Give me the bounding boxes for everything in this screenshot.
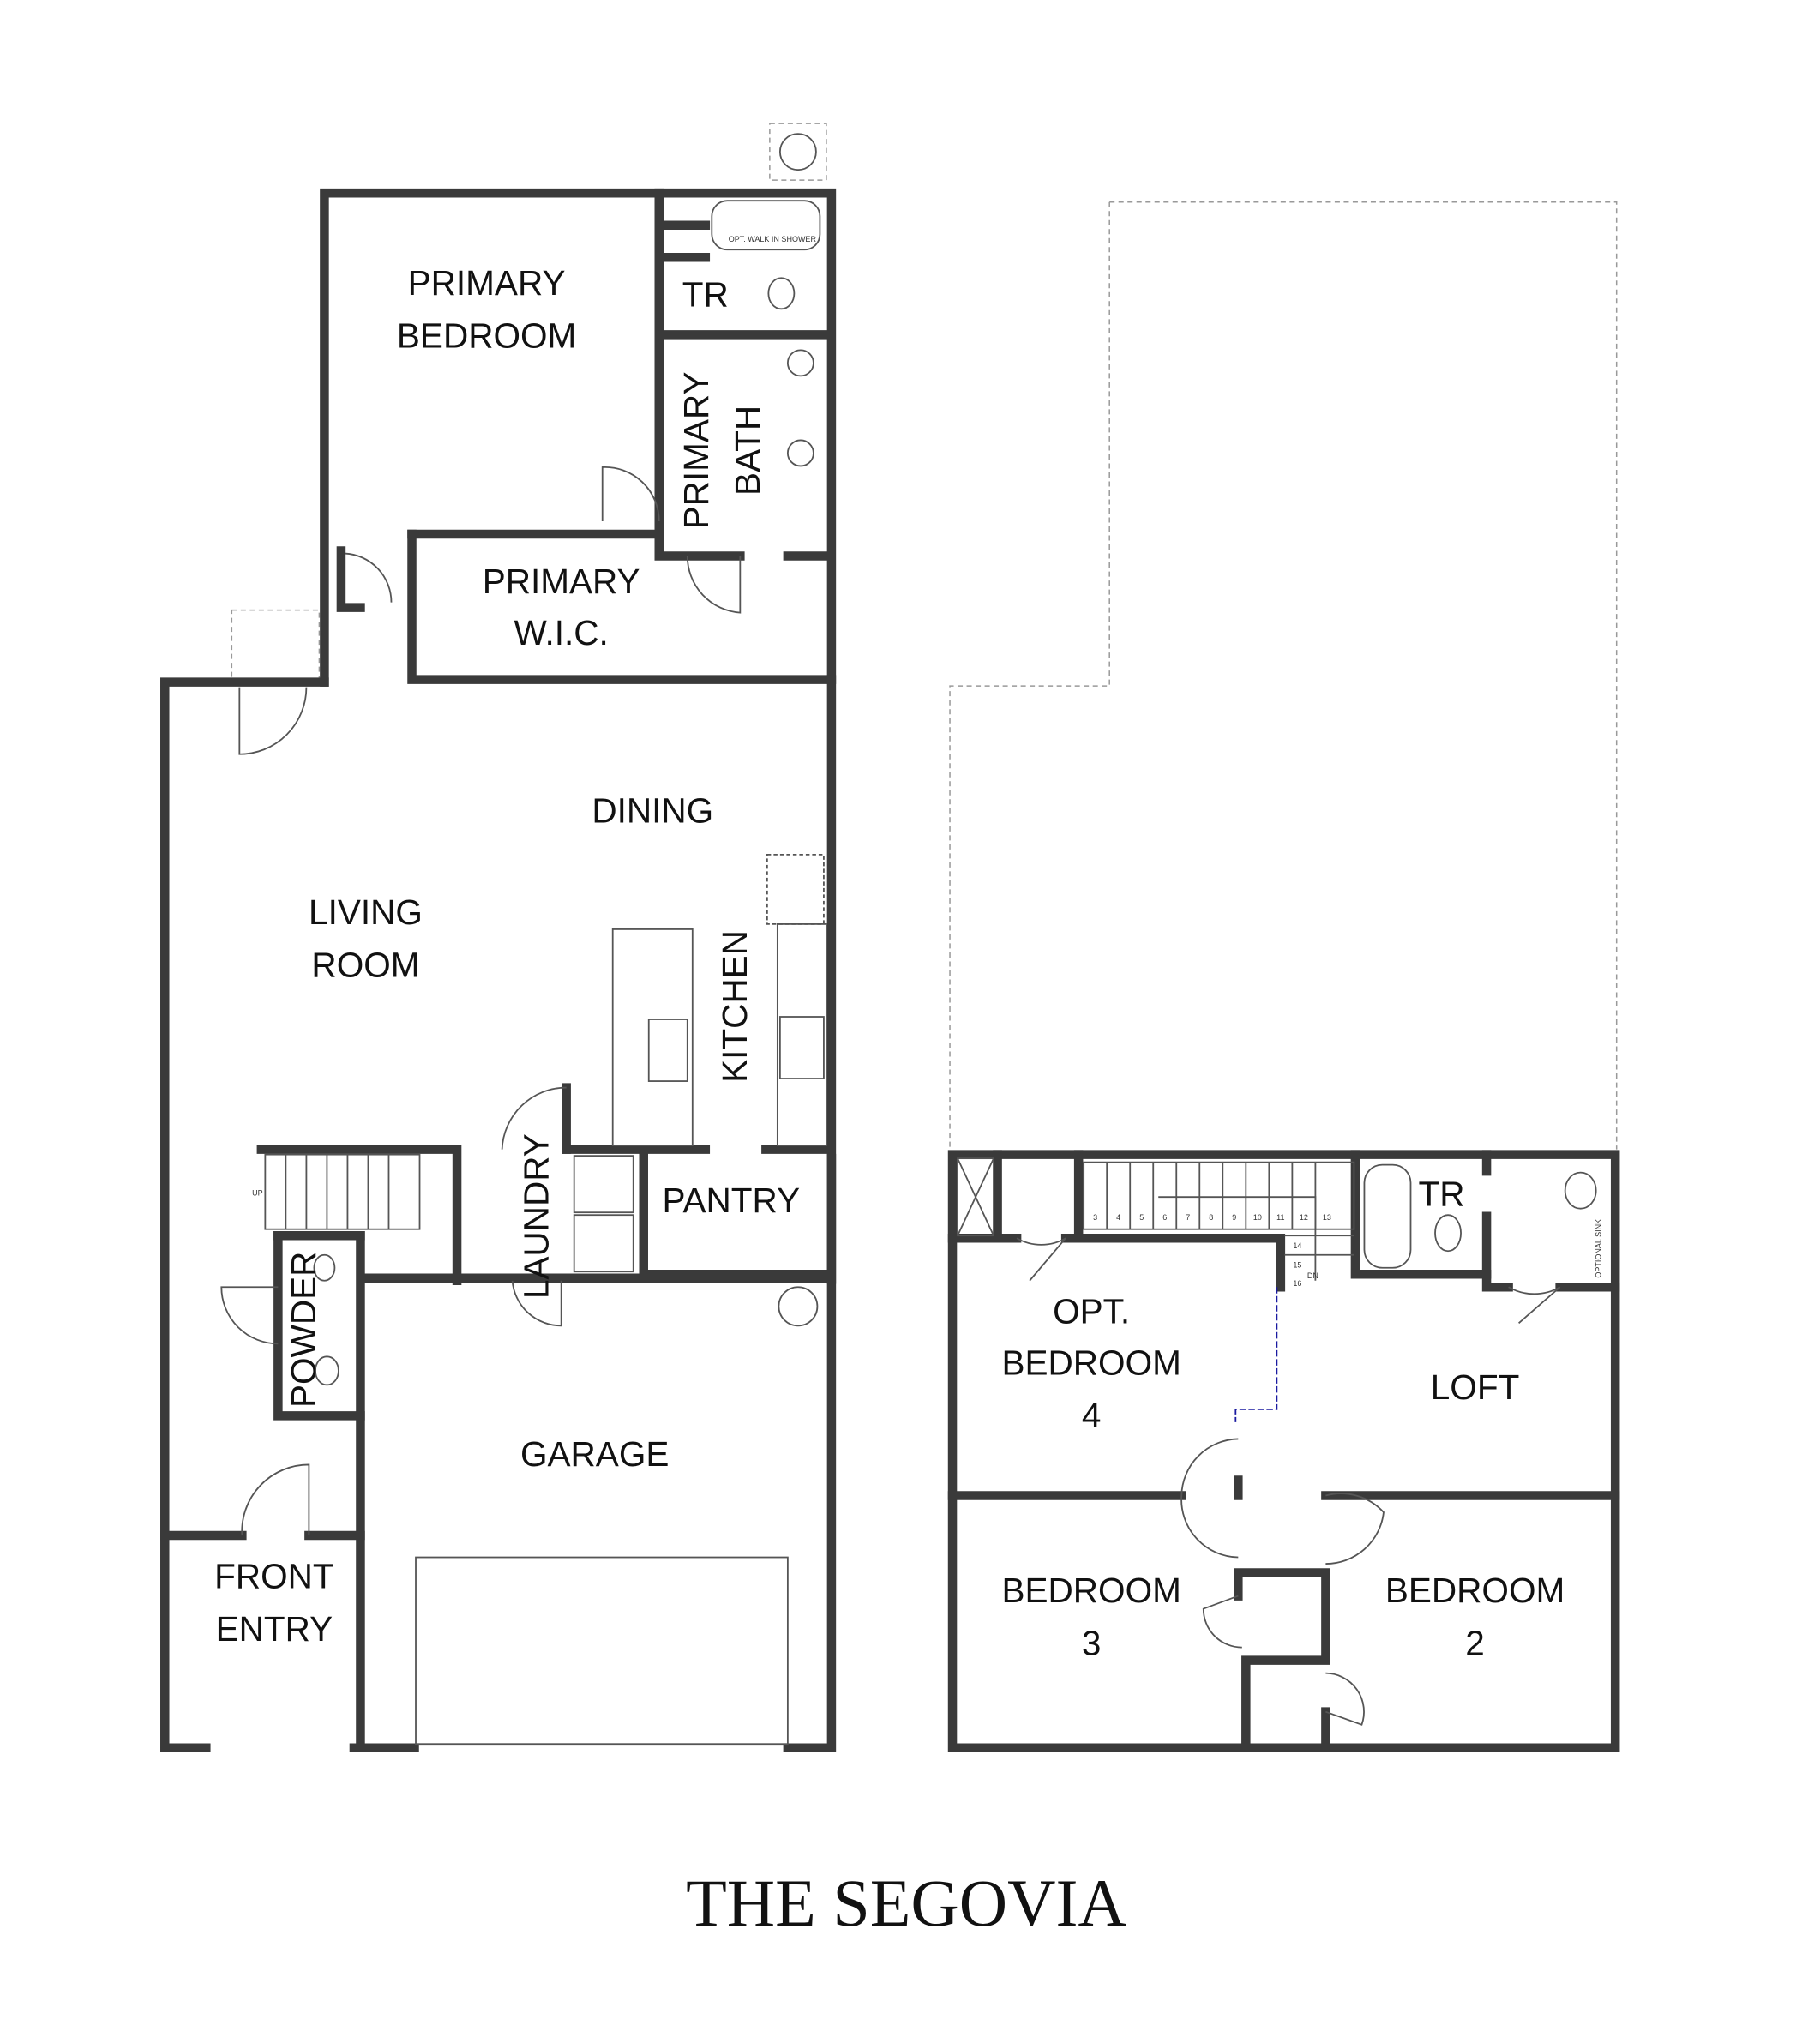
sink-icon [786, 439, 814, 467]
interior-walls [947, 1150, 1620, 1752]
dryer-icon [573, 1214, 634, 1273]
toilet-icon [315, 1355, 339, 1386]
room-label-bedroom-3-2: 3 [1082, 1624, 1102, 1663]
stair-number: 8 [1209, 1213, 1213, 1222]
stair-number: 4 [1116, 1213, 1120, 1222]
sink-icon [313, 1253, 336, 1282]
exterior-walls [160, 188, 837, 1752]
room-label-tr-upstairs: TR [1419, 1175, 1465, 1214]
room-label-primary-wic-2: W.I.C. [514, 613, 609, 652]
room-label-primary-bedroom: PRIMARY [408, 263, 566, 303]
stairs [1083, 1161, 1355, 1281]
stair-number: 6 [1162, 1213, 1167, 1222]
room-label-primary-wic: PRIMARY [483, 562, 640, 601]
room-label-primary-bedroom-2: BEDROOM [397, 315, 576, 355]
room-label-dining: DINING [592, 790, 713, 830]
stair-number: 15 [1293, 1261, 1301, 1270]
linen-closet [957, 1157, 994, 1237]
door-swings-second [1016, 1237, 1561, 1726]
toilet-icon [1434, 1214, 1462, 1253]
stairs-up-label: UP [252, 1189, 263, 1198]
room-label-laundry: LAUNDRY [517, 1133, 556, 1299]
washer-icon [573, 1155, 634, 1214]
kitchen-sink [647, 1019, 688, 1082]
room-label-front-entry: FRONT [214, 1557, 334, 1596]
stair-number: 3 [1093, 1213, 1097, 1222]
range-icon [778, 1016, 825, 1079]
interior-walls [160, 188, 835, 1752]
toilet-icon [767, 277, 796, 310]
stair-number: 14 [1293, 1241, 1301, 1250]
room-label-pantry: PANTRY [663, 1181, 801, 1220]
stair-number: 13 [1323, 1213, 1331, 1222]
room-label-front-entry-2: ENTRY [216, 1609, 333, 1649]
room-label-opt-bedroom-4-3: 4 [1082, 1396, 1102, 1435]
room-label-bedroom-3: BEDROOM [1001, 1571, 1180, 1610]
fridge-icon [766, 853, 825, 925]
bathtub [1363, 1163, 1412, 1269]
plan-title: THE SEGOVIA [686, 1866, 1126, 1940]
fixtures-first: UP OPT. WALK IN SHOWER [252, 200, 827, 1746]
stair-number: 7 [1186, 1213, 1190, 1222]
kitchen-counter [776, 923, 827, 1147]
ac-unit [778, 133, 817, 171]
room-label-primary-bath-2: BATH [728, 406, 767, 496]
optional-sink-note: OPTIONAL SINK [1595, 1219, 1603, 1278]
sink-icon [786, 349, 814, 377]
room-label-living-room-2: ROOM [311, 945, 419, 984]
first-floor: UP OPT. WALK IN SHOWER PRIMARY BEDROOM T… [160, 123, 837, 1752]
stair-number: 11 [1276, 1213, 1284, 1222]
room-label-loft: LOFT [1431, 1367, 1520, 1407]
room-label-bedroom-2-2: 2 [1465, 1624, 1485, 1663]
room-label-powder: POWDER [284, 1252, 323, 1408]
sink-icon [1564, 1171, 1597, 1210]
stairs-down-label: DN [1307, 1271, 1318, 1280]
roof-outline [949, 201, 1618, 1150]
fixtures-second: 3 4 5 6 7 8 9 10 11 12 13 14 15 16 DN OP… [957, 1157, 1603, 1422]
water-heater-icon [778, 1286, 819, 1327]
ac-unit-pad [769, 123, 827, 181]
room-label-kitchen: KITCHEN [715, 930, 754, 1083]
garage-door [415, 1556, 789, 1746]
door-swings-first [220, 466, 742, 1536]
stair-railing [1234, 1287, 1278, 1422]
room-label-opt-bedroom-4: OPT. [1053, 1291, 1130, 1331]
patio-outline [231, 609, 321, 683]
second-floor: 3 4 5 6 7 8 9 10 11 12 13 14 15 16 DN OP… [947, 201, 1620, 1752]
exterior-walls [947, 1150, 1620, 1752]
stair-number: 10 [1253, 1213, 1262, 1222]
room-label-garage: GARAGE [520, 1434, 669, 1474]
stair-number: 16 [1293, 1279, 1301, 1288]
opt-walk-in-shower-note: OPT. WALK IN SHOWER [729, 235, 817, 243]
room-label-opt-bedroom-4-2: BEDROOM [1001, 1343, 1180, 1382]
kitchen-island [611, 928, 694, 1147]
stairs [264, 1153, 421, 1230]
room-label-primary-bath: PRIMARY [676, 372, 716, 530]
stair-number: 5 [1139, 1213, 1144, 1222]
room-label-bedroom-2: BEDROOM [1385, 1571, 1565, 1610]
room-label-tr: TR [682, 274, 729, 314]
bathtub [711, 200, 821, 251]
stair-number: 12 [1300, 1213, 1308, 1222]
stair-number: 9 [1232, 1213, 1236, 1222]
room-label-living-room: LIVING [309, 892, 423, 932]
